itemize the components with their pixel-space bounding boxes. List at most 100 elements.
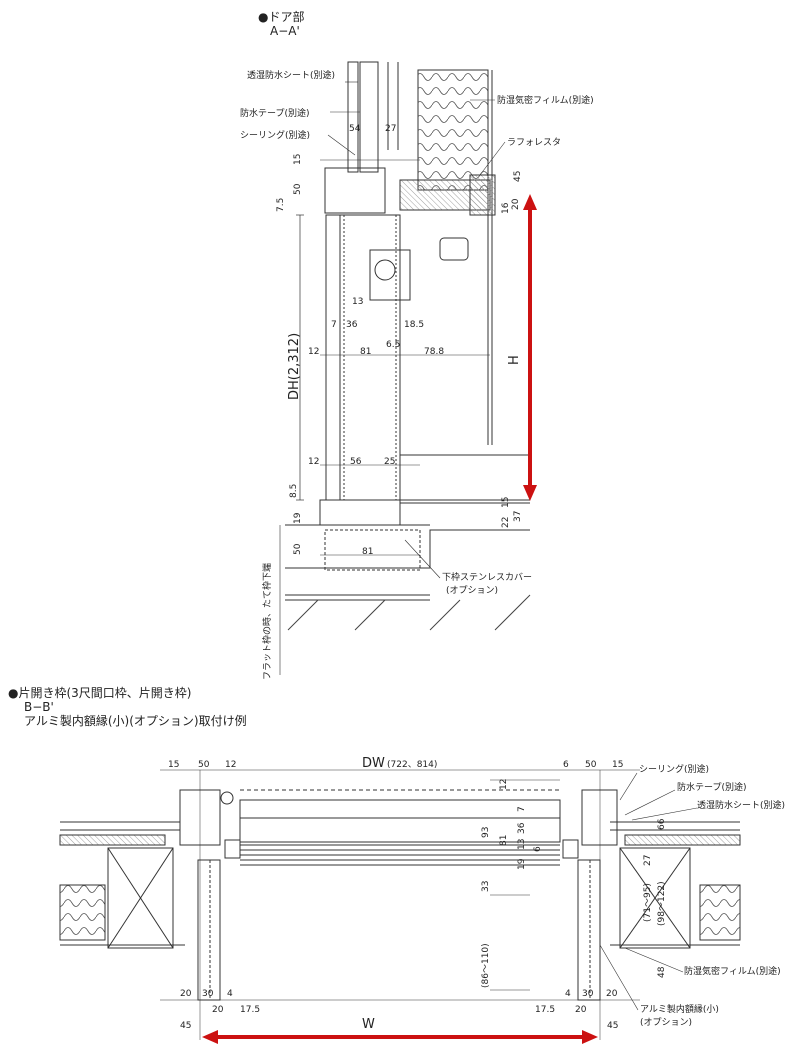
w-arrow-head-left — [202, 1030, 218, 1044]
svg-text:54: 54 — [349, 124, 361, 134]
svg-text:13: 13 — [517, 839, 527, 850]
label-bottom-cover-option: (オプション) — [446, 585, 498, 596]
frame-right — [581, 789, 618, 846]
svg-text:30: 30 — [582, 989, 594, 999]
svg-text:17.5: 17.5 — [240, 1005, 260, 1015]
svg-text:7.5: 7.5 — [276, 198, 286, 212]
svg-text:93: 93 — [481, 827, 491, 838]
h-arrow-head-top — [523, 194, 537, 210]
svg-text:12: 12 — [499, 779, 509, 790]
section-b-dimensions: 15 50 12 6 50 15 DW (722、814) 12 7 36 93… — [168, 756, 667, 1032]
svg-text:15: 15 — [168, 760, 179, 770]
insulation-left — [59, 884, 106, 941]
wall-layer — [359, 61, 379, 173]
stud-left — [107, 847, 174, 949]
w-label: W — [362, 1017, 375, 1032]
svg-text:50: 50 — [585, 760, 597, 770]
label-flat-frame-note: フラット枠の時、たて枠下端 — [261, 563, 273, 680]
label-sealing-a: シーリング(別途) — [240, 129, 310, 141]
label-moisture-sheet-b: 透湿防水シート(別途) — [697, 799, 785, 811]
label-inner-frame: アルミ製内額縁(小) — [640, 1003, 719, 1015]
dw-values: (722、814) — [387, 760, 437, 770]
svg-text:4: 4 — [565, 989, 571, 999]
door-closer — [369, 249, 411, 301]
insulation — [417, 69, 489, 191]
svg-text:18.5: 18.5 — [404, 320, 424, 330]
label-waterproof-tape-a: 防水テープ(別途) — [240, 107, 309, 119]
label-bottom-cover: 下枠ステンレスカバー — [442, 571, 532, 583]
svg-text:12: 12 — [308, 347, 319, 357]
svg-text:33: 33 — [481, 881, 491, 892]
door-leaf-edge — [325, 214, 341, 501]
hinge — [220, 791, 234, 805]
svg-text:4: 4 — [227, 989, 233, 999]
svg-text:20: 20 — [575, 1005, 587, 1015]
closer-arm — [439, 237, 469, 261]
label-sealing-b: シーリング(別途) — [639, 763, 709, 775]
svg-text:19: 19 — [517, 858, 527, 870]
svg-text:6: 6 — [533, 846, 543, 852]
svg-text:15: 15 — [612, 760, 623, 770]
svg-text:30: 30 — [202, 989, 214, 999]
wall-layer — [347, 61, 359, 173]
h-label: H — [507, 355, 522, 365]
label-vapor-film-a: 防湿気密フィルム(別途) — [497, 94, 594, 106]
h-arrow-head-bottom — [523, 485, 537, 501]
svg-text:78.8: 78.8 — [424, 347, 444, 357]
svg-text:22: 22 — [501, 517, 511, 528]
svg-text:48: 48 — [657, 966, 667, 978]
insulation-right — [699, 884, 741, 941]
w-arrow-head-right — [582, 1030, 598, 1044]
label-vapor-film-b: 防湿気密フィルム(別途) — [684, 965, 781, 977]
svg-text:12: 12 — [308, 457, 319, 467]
svg-text:19: 19 — [293, 512, 303, 524]
svg-text:66: 66 — [657, 818, 667, 830]
svg-text:7: 7 — [517, 806, 527, 812]
dw-label: DW — [362, 756, 385, 771]
svg-text:15: 15 — [293, 154, 303, 165]
svg-text:(71〜95): (71〜95) — [643, 883, 653, 922]
dh-label: DH(2,312) — [287, 333, 302, 400]
svg-text:12: 12 — [225, 760, 236, 770]
section-a-title: ●ドア部 — [258, 10, 305, 24]
svg-text:16: 16 — [501, 202, 511, 214]
svg-text:20: 20 — [180, 989, 192, 999]
svg-text:56: 56 — [350, 457, 362, 467]
section-b-title: ●片開き枠(3尺間口枠、片開き枠) — [8, 686, 192, 700]
label-waterproof-tape-b: 防水テープ(別途) — [677, 781, 746, 793]
svg-text:81: 81 — [362, 547, 373, 557]
jamb-right — [577, 859, 601, 1001]
section-a-dimensions: 54 27 15 50 7.5 45 16 20 13 7 36 18.5 12… — [276, 124, 523, 557]
sill — [319, 499, 401, 526]
section-b-subtitle: B−B' — [24, 700, 54, 714]
label-laforesta: ラフォレスタ — [507, 137, 561, 148]
svg-text:50: 50 — [293, 183, 303, 195]
svg-text:6: 6 — [563, 760, 569, 770]
svg-text:81: 81 — [360, 347, 371, 357]
svg-text:15: 15 — [501, 497, 511, 508]
svg-text:45: 45 — [180, 1021, 191, 1031]
door-leaf-b — [239, 799, 561, 843]
jamb-left — [197, 859, 221, 1001]
svg-text:(98〜122): (98〜122) — [657, 881, 667, 926]
svg-text:27: 27 — [385, 124, 396, 134]
svg-text:6.5: 6.5 — [386, 340, 400, 350]
svg-text:7: 7 — [331, 320, 337, 330]
svg-text:50: 50 — [293, 543, 303, 555]
svg-text:27: 27 — [643, 855, 653, 866]
svg-text:45: 45 — [513, 171, 523, 182]
svg-text:37: 37 — [513, 511, 523, 522]
head-frame — [324, 167, 386, 214]
section-b-drawing — [59, 769, 741, 1040]
label-moisture-sheet-a: 透湿防水シート(別途) — [247, 69, 335, 81]
svg-text:(86〜110): (86〜110) — [481, 943, 491, 988]
label-inner-frame-option: (オプション) — [640, 1017, 692, 1028]
section-a-drawing — [279, 61, 531, 675]
stud-right — [619, 847, 691, 949]
svg-text:17.5: 17.5 — [535, 1005, 555, 1015]
svg-text:8.5: 8.5 — [289, 484, 299, 498]
svg-text:45: 45 — [607, 1021, 618, 1031]
stainless-cover — [324, 529, 421, 571]
svg-text:20: 20 — [212, 1005, 224, 1015]
